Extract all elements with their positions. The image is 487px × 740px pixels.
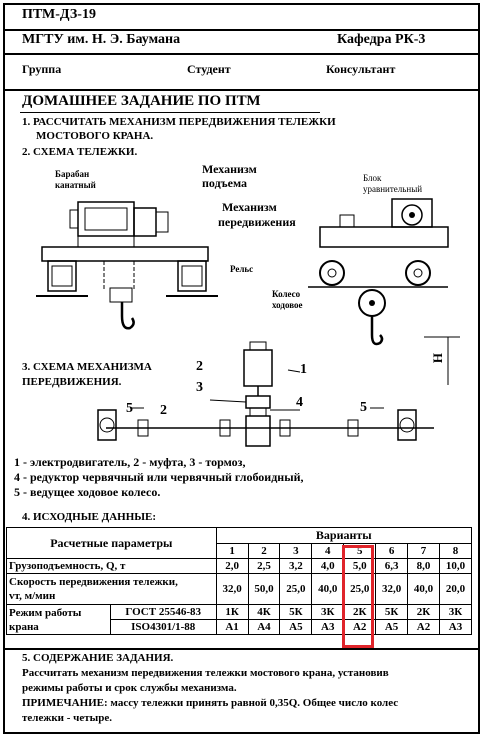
parameters-table: Расчетные параметры Варианты 1 2 3 4 5 6…	[6, 527, 473, 635]
title-underline	[20, 112, 320, 113]
wheel-label-1: Колесо	[272, 289, 301, 299]
gost-cell: 1К	[215, 604, 249, 620]
consultant-label: Консультант	[326, 62, 396, 76]
capacity-cell: 6,3	[375, 558, 409, 574]
travel-mechanism-scheme	[97, 341, 434, 447]
iso-label: ISO4301/1-88	[109, 619, 217, 635]
variant-number: 7	[407, 543, 440, 559]
divider	[3, 648, 480, 650]
callout-5-right: 5	[360, 400, 367, 415]
page-title: ДОМАШНЕЕ ЗАДАНИЕ ПО ПТМ	[22, 93, 261, 109]
note-line-1: ПРИМЕЧАНИЕ: массу тележки принять равной…	[22, 697, 399, 709]
section-1-line-1: 1. РАССЧИТАТЬ МЕХАНИЗМ ПЕРЕДВИЖЕНИЯ ТЕЛЕ…	[22, 116, 336, 128]
trolley-side-view	[308, 198, 460, 385]
divider	[3, 53, 480, 55]
speed-cell: 25,0	[279, 573, 313, 605]
sheet-frame	[3, 3, 480, 734]
speed-label: Скорость передвижения тележки, vт, м/мин	[6, 573, 217, 605]
callout-4: 4	[296, 395, 303, 410]
speed-label-line-1: Скорость передвижения тележки,	[9, 576, 178, 588]
capacity-cell: 4,0	[311, 558, 345, 574]
capacity-label: Грузоподъемность, Q, т	[6, 558, 217, 574]
travel-label-1: Механизм	[222, 200, 277, 214]
speed-cell: 32,0	[215, 573, 249, 605]
callout-3: 3	[196, 380, 203, 395]
drum-label-1: Барабан	[55, 169, 90, 179]
task-line-1: Рассчитать механизм передвижения тележки…	[22, 667, 389, 679]
capacity-cell: 3,2	[279, 558, 313, 574]
callout-1: 1	[300, 362, 307, 377]
variant-5-highlight	[342, 545, 374, 648]
capacity-cell: 10,0	[438, 558, 473, 574]
travel-label-2: передвижения	[218, 215, 296, 229]
param-header: Расчетные параметры	[6, 527, 217, 559]
section-5-heading: 5. СОДЕРЖАНИЕ ЗАДАНИЯ.	[22, 652, 174, 664]
student-label: Студент	[187, 62, 231, 76]
legend-line-1: 1 - электродвигатель, 2 - муфта, 3 - тор…	[14, 455, 246, 469]
variant-number: 2	[247, 543, 281, 559]
gost-cell: 3К	[438, 604, 473, 620]
callout-2-top: 2	[196, 359, 203, 374]
iso-cell: А5	[279, 619, 313, 635]
section-4-heading: 4. ИСХОДНЫЕ ДАННЫЕ:	[22, 511, 157, 523]
speed-cell: 25,0	[343, 573, 377, 605]
gost-cell: 5К	[375, 604, 409, 620]
speed-cell: 40,0	[311, 573, 345, 605]
divider	[3, 29, 480, 31]
university-name: МГТУ им. Н. Э. Баумана	[22, 32, 181, 47]
divider	[3, 89, 480, 91]
iso-cell: А1	[215, 619, 249, 635]
note-line-2: тележки - четыре.	[22, 712, 112, 724]
speed-cell: 32,0	[375, 573, 409, 605]
speed-cell: 40,0	[407, 573, 440, 605]
document-code: ПТМ-ДЗ-19	[22, 7, 96, 22]
section-1-line-2: МОСТОВОГО КРАНА.	[36, 130, 154, 142]
section-3-line-2: ПЕРЕДВИЖЕНИЯ.	[22, 376, 122, 388]
hoist-label-1: Механизм	[202, 162, 257, 176]
variant-number: 1	[215, 543, 249, 559]
capacity-cell: 2,0	[215, 558, 249, 574]
variant-number: 3	[279, 543, 313, 559]
gost-cell: 3К	[311, 604, 345, 620]
iso-cell: А2	[407, 619, 440, 635]
iso-cell: А3	[311, 619, 345, 635]
speed-cell: 50,0	[247, 573, 281, 605]
section-3-line-1: 3. СХЕМА МЕХАНИЗМА	[22, 361, 152, 373]
speed-cell: 20,0	[438, 573, 473, 605]
drum-label-2: канатный	[55, 180, 96, 190]
wheel-label-2: ходовое	[272, 300, 303, 310]
speed-label-line-2: vт, м/мин	[9, 590, 56, 602]
callout-2-bottom: 2	[160, 403, 167, 418]
variants-header: Варианты	[215, 527, 473, 544]
iso-cell: А4	[247, 619, 281, 635]
group-label: Группа	[22, 62, 62, 76]
mode-label-line-1: Режим работы	[9, 606, 82, 619]
callout-5-left: 5	[126, 401, 133, 416]
variant-number: 8	[438, 543, 473, 559]
department-name: Кафедра РК-3	[337, 32, 426, 47]
gost-cell: 2К	[407, 604, 440, 620]
capacity-cell: 2,5	[247, 558, 281, 574]
mode-label-line-2: крана	[9, 620, 39, 633]
section-2-heading: 2. СХЕМА ТЕЛЕЖКИ.	[22, 146, 138, 158]
gost-label: ГОСТ 25546-83	[109, 604, 217, 620]
legend-line-3: 5 - ведущее ходовое колесо.	[14, 485, 161, 499]
mode-label: Режим работы крана	[6, 604, 111, 635]
legend-line-2: 4 - редуктор червячный или червячный гло…	[14, 470, 304, 484]
gost-cell: 5К	[279, 604, 313, 620]
iso-cell: А5	[375, 619, 409, 635]
gost-cell: 4К	[247, 604, 281, 620]
hoist-label-2: подъема	[202, 176, 248, 190]
iso-cell: А3	[438, 619, 473, 635]
rail-label: Рельс	[230, 264, 254, 274]
trolley-front-view	[36, 201, 218, 330]
balance-block-label-2: уравнительный	[363, 184, 423, 194]
capacity-cell: 8,0	[407, 558, 440, 574]
balance-block-label-1: Блок	[363, 173, 382, 183]
variant-number: 6	[375, 543, 409, 559]
variant-number: 4	[311, 543, 345, 559]
task-line-2: режимы работы и срок службы механизма.	[22, 682, 237, 694]
